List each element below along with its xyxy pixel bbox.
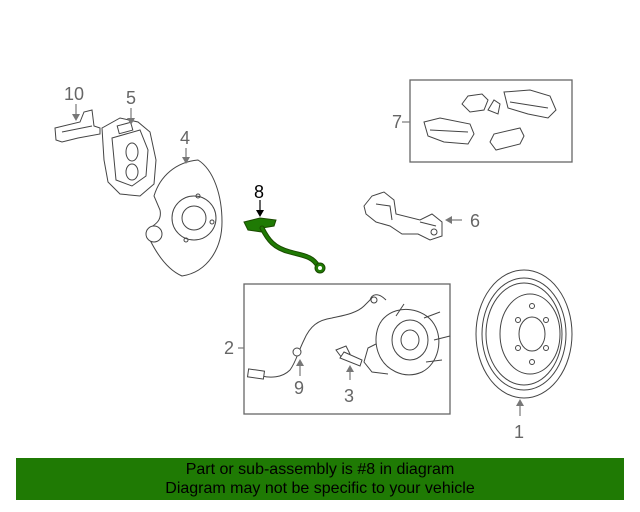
- part-1-rotor[interactable]: [475, 269, 573, 399]
- part-2-hub-bearing: [363, 303, 451, 376]
- info-banner: Part or sub-assembly is #8 in diagram Di…: [16, 458, 624, 500]
- banner-line-2: Diagram may not be specific to your vehi…: [165, 480, 475, 497]
- part-10-clip[interactable]: [54, 109, 101, 143]
- part-7-box[interactable]: [409, 79, 573, 163]
- callout-2: 2: [224, 338, 234, 358]
- arrow-10: [72, 114, 80, 121]
- part-4-splash-shield[interactable]: [145, 159, 223, 277]
- callout-10: 10: [64, 84, 84, 104]
- arrow-9: [296, 359, 304, 366]
- callout-7: 7: [392, 112, 402, 132]
- callout-4: 4: [180, 128, 190, 148]
- arrow-1: [516, 399, 524, 406]
- arrow-8: [256, 210, 264, 217]
- part-6-caliper-bracket[interactable]: [363, 191, 443, 241]
- arrow-5: [127, 118, 135, 125]
- part-3-bolt[interactable]: [335, 345, 363, 367]
- arrow-6: [445, 216, 452, 224]
- callout-6: 6: [470, 211, 480, 231]
- callout-9: 9: [294, 378, 304, 398]
- arrow-4: [182, 157, 190, 164]
- part-2-box[interactable]: [243, 283, 451, 415]
- part-5-caliper[interactable]: [101, 117, 157, 197]
- banner-line-1: Part or sub-assembly is #8 in diagram: [185, 461, 455, 478]
- callout-5: 5: [126, 88, 136, 108]
- part-8-brake-hose[interactable]: [243, 217, 326, 274]
- part-9-speed-sensor-harness[interactable]: [246, 294, 387, 380]
- arrow-3: [346, 365, 354, 372]
- callout-3: 3: [344, 386, 354, 406]
- callout-1: 1: [514, 422, 524, 442]
- callout-8: 8: [254, 182, 264, 202]
- part-7-brake-pads: [423, 89, 557, 151]
